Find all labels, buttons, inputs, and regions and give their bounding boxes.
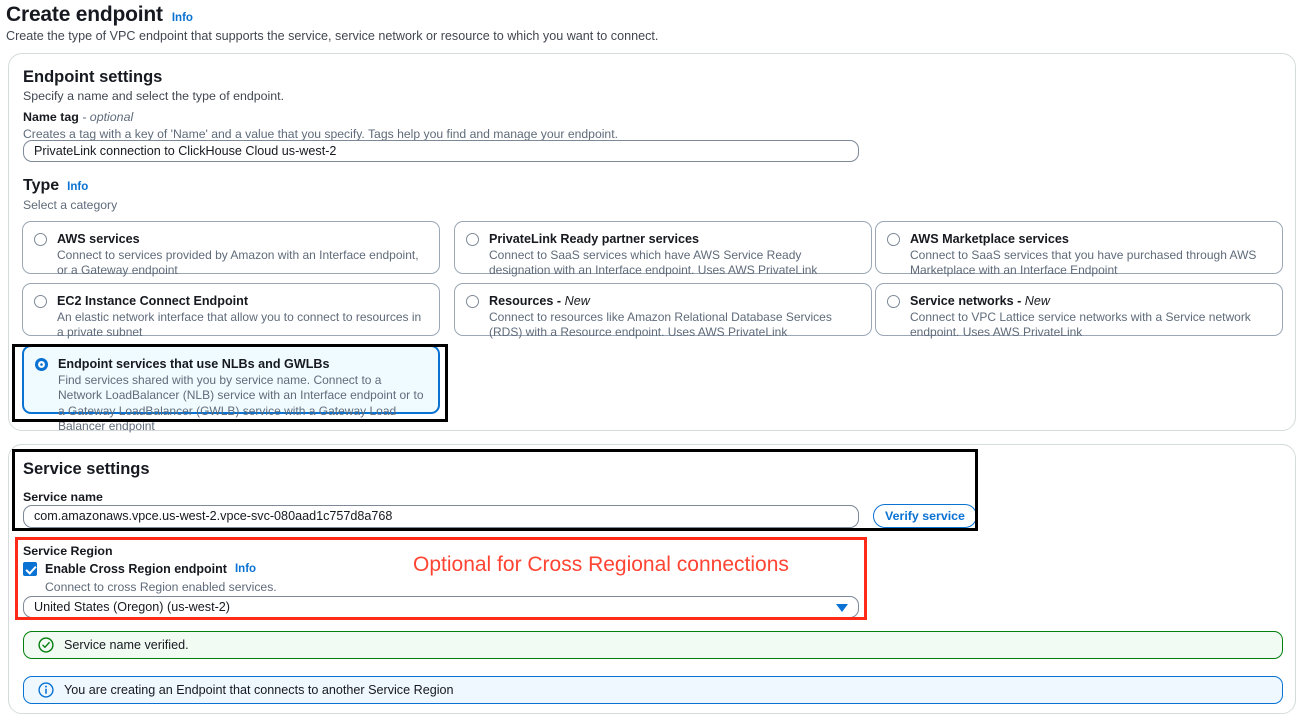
name-tag-optional-text: - optional [82, 110, 134, 124]
type-description: Select a category [23, 198, 118, 212]
radio-icon[interactable] [887, 233, 900, 246]
info-circle-icon [38, 682, 54, 698]
alert-message: Service name verified. [64, 638, 189, 652]
enable-cross-region-label: Enable Cross Region endpoint [45, 562, 227, 576]
service-name-input[interactable]: com.amazonaws.vpce.us-west-2.vpce-svc-08… [23, 505, 859, 528]
type-option-service-networks[interactable]: Service networks - New Connect to VPC La… [875, 283, 1283, 339]
type-info-link[interactable]: Info [67, 181, 89, 193]
type-option-endpoint-services-nlb-gwlb[interactable]: Endpoint services that use NLBs and GWLB… [22, 345, 440, 433]
new-badge: New [1024, 294, 1050, 308]
type-option-title: Service networks - New [910, 293, 1271, 309]
service-name-label: Service name [23, 490, 103, 504]
cross-region-description: Connect to cross Region enabled services… [45, 580, 277, 594]
radio-icon[interactable] [466, 233, 479, 246]
endpoint-settings-panel: Endpoint settings Specify a name and sel… [8, 53, 1296, 433]
radio-icon[interactable] [466, 295, 479, 308]
type-option-title: AWS Marketplace services [910, 232, 1069, 246]
type-option-title: Endpoint services that use NLBs and GWLB… [58, 357, 330, 371]
cross-region-info-link[interactable]: Info [234, 563, 257, 575]
type-option-title: EC2 Instance Connect Endpoint [57, 294, 249, 308]
name-tag-description: Creates a tag with a key of 'Name' and a… [23, 127, 618, 141]
type-option-description: Connect to VPC Lattice service networks … [910, 310, 1251, 340]
page-header: Create endpoint Info [6, 2, 193, 28]
type-option-title: PrivateLink Ready partner services [489, 232, 700, 246]
service-region-selected-value: United States (Oregon) (us-west-2) [34, 600, 230, 614]
page-title: Create endpoint [6, 3, 163, 26]
new-badge: New [564, 294, 590, 308]
annotation-cross-region-note: Optional for Cross Regional connections [413, 553, 789, 576]
type-option-description: An elastic network interface that allow … [57, 310, 422, 340]
type-option-description: Connect to SaaS services which have AWS … [489, 248, 818, 278]
endpoint-settings-title: Endpoint settings [23, 68, 163, 86]
type-option-privatelink-ready-partner-services[interactable]: PrivateLink Ready partner services Conne… [454, 221, 872, 277]
type-option-title-text: Service networks - [910, 294, 1025, 308]
radio-selected-icon[interactable] [35, 358, 48, 371]
type-option-resources[interactable]: Resources - New Connect to resources lik… [454, 283, 872, 339]
page-info-link[interactable]: Info [171, 12, 193, 24]
name-tag-label-text: Name tag [23, 110, 79, 124]
radio-icon[interactable] [34, 233, 47, 246]
type-option-title-text: Resources - [489, 294, 565, 308]
alert-service-name-verified: Service name verified. [23, 631, 1283, 659]
alert-cross-region-endpoint-info: You are creating an Endpoint that connec… [23, 676, 1283, 704]
radio-icon[interactable] [34, 295, 47, 308]
type-option-description: Find services shared with you by service… [58, 373, 424, 434]
type-option-description: Connect to resources like Amazon Relatio… [489, 310, 832, 340]
radio-icon[interactable] [887, 295, 900, 308]
type-heading-row: Type Info [23, 176, 88, 196]
type-option-description: Connect to SaaS services that you have p… [910, 248, 1257, 278]
type-option-title: AWS services [57, 232, 140, 246]
chevron-down-icon[interactable] [836, 604, 848, 612]
name-tag-input[interactable]: PrivateLink connection to ClickHouse Clo… [23, 140, 859, 162]
enable-cross-region-row[interactable]: Enable Cross Region endpoint Info [23, 561, 256, 577]
service-settings-title: Service settings [23, 460, 150, 478]
type-option-description: Connect to services provided by Amazon w… [57, 248, 419, 278]
service-settings-panel: Service settings Service name com.amazon… [8, 444, 1296, 714]
name-tag-label: Name tag - optional [23, 109, 133, 125]
service-region-label: Service Region [23, 544, 113, 558]
check-circle-icon [38, 637, 54, 653]
page-subtitle: Create the type of VPC endpoint that sup… [6, 29, 659, 43]
type-option-ec2-instance-connect-endpoint[interactable]: EC2 Instance Connect Endpoint An elastic… [22, 283, 440, 339]
verify-service-button[interactable]: Verify service [873, 504, 977, 528]
alert-message: You are creating an Endpoint that connec… [64, 683, 454, 697]
service-region-select[interactable]: United States (Oregon) (us-west-2) [23, 596, 859, 618]
endpoint-settings-subtitle: Specify a name and select the type of en… [23, 89, 285, 103]
checkbox-icon[interactable] [23, 562, 37, 576]
type-option-aws-services[interactable]: AWS services Connect to services provide… [22, 221, 440, 277]
type-option-title: Resources - New [489, 293, 860, 309]
type-label: Type [23, 177, 60, 194]
type-option-aws-marketplace-services[interactable]: AWS Marketplace services Connect to SaaS… [875, 221, 1283, 277]
